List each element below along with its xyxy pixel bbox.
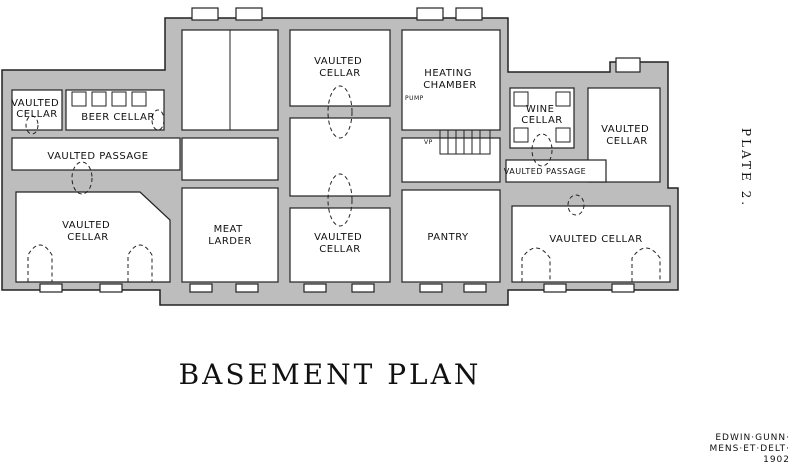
label-wine-cellar: WINE CELLAR [521,104,562,126]
credit-mens-et-delt: MENS·ET·DELT· [709,444,790,454]
room-wine-cellar [509,87,575,149]
west-wing [11,89,181,283]
room-vaulted-passage-east [505,159,607,183]
label-pump: PUMP [405,95,424,102]
room-vaulted-cellar-sw [15,191,171,283]
label-vaulted-cellar-south: VAULTED CELLAR [314,232,366,255]
central-block [181,29,501,283]
credit-author: EDWIN·GUNN· [715,433,790,443]
label-line: CELLAR [319,68,360,79]
room-vaulted-cellar-south [289,207,391,283]
label-line: CELLAR [67,232,108,243]
label-line: LARDER [208,236,252,247]
room-meat-larder [181,187,279,283]
room-pantry [401,189,501,283]
label-line: CELLAR [606,136,647,147]
label-line: CELLAR [319,244,360,255]
label-vaulted-cellar-ne: VAULTED CELLAR [601,124,653,147]
label-vaulted-passage-west: VAULTED PASSAGE [47,151,148,162]
room-beer-cellar [65,89,165,131]
plan-title: BASEMENT PLAN [179,358,482,391]
label-line: CELLAR [16,109,57,120]
label-line: VAULTED [62,220,110,231]
room-vaulted-passage-west [11,137,181,171]
label-heating-chamber: HEATING CHAMBER [423,68,477,91]
room-vaulted-cellar-north [289,29,391,107]
label-meat-larder: MEAT LARDER [208,224,252,247]
north-bays [191,7,641,73]
label-line: CELLAR [521,115,562,126]
east-wing [505,87,671,283]
room-vaulted-cellar-small [11,89,63,131]
room-vaulted-cellar-se [511,205,671,283]
label-vaulted-passage-east: VAULTED PASSAGE [504,167,586,176]
label-vaulted-cellar-se: VAULTED CELLAR [549,234,642,245]
plate-number: PLATE 2. [739,128,753,208]
label-line: MEAT [214,224,244,235]
label-beer-cellar: BEER CELLAR [81,112,155,123]
label-vaulted-cellar-small: VAULTED CELLAR [11,98,63,120]
room-heating-chamber [401,29,501,131]
label-pantry: PANTRY [427,232,469,243]
label-vaulted-cellar-sw: VAULTED CELLAR [62,220,114,243]
label-vp: VP [424,139,433,146]
credit-year: 1902 [763,455,790,465]
label-line: VAULTED [314,232,362,243]
label-line: HEATING [424,68,472,79]
label-line: VAULTED [601,124,649,135]
label-line: WINE [526,104,555,115]
label-line: VAULTED [11,98,59,109]
label-line: CHAMBER [423,80,477,91]
label-vaulted-cellar-north: VAULTED CELLAR [314,56,366,79]
label-line: VAULTED [314,56,362,67]
south-windows [39,283,635,293]
